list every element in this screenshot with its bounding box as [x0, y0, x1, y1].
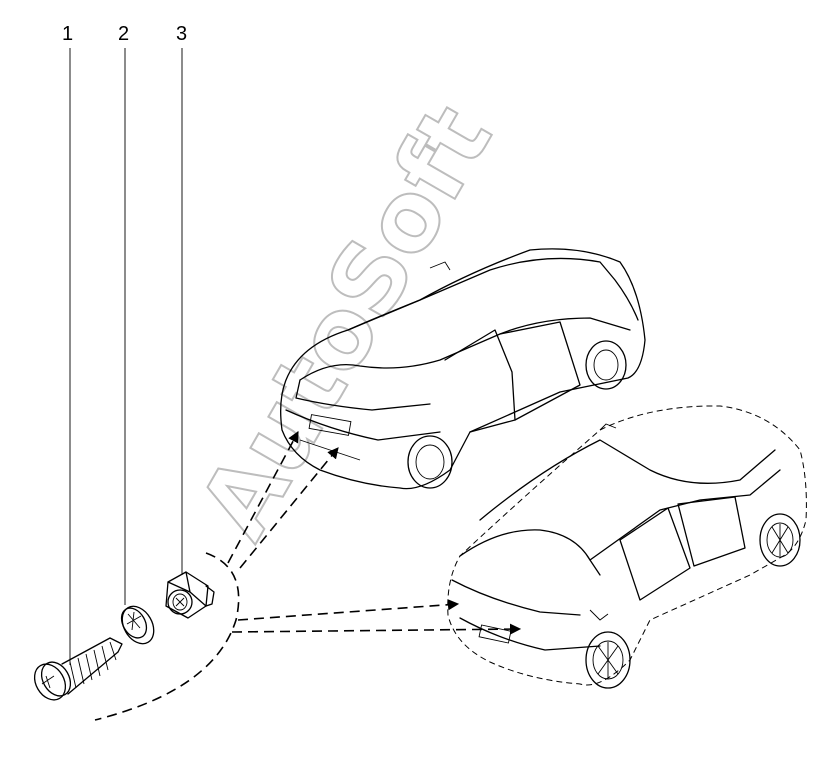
washer-icon: [120, 605, 155, 645]
callout-label-3: 1: [62, 23, 73, 45]
screw-icon: [33, 637, 123, 701]
watermark-text: AutoSoft: [178, 87, 514, 556]
detail-boundary: [94, 552, 240, 721]
sedan-rear-icon: [280, 248, 646, 490]
hatchback-rear-icon: [447, 405, 807, 689]
callout-label-2: 2: [118, 23, 129, 45]
callout-1: 3: [176, 23, 187, 575]
arrow-to-hatch-lower: [231, 623, 522, 635]
callout-3: 1: [62, 23, 73, 665]
callout-2: 2: [118, 23, 129, 605]
arrow-to-hatch-upper: [237, 599, 460, 621]
arrow-to-sedan-left: [227, 431, 299, 564]
arrow-to-sedan-right: [239, 447, 339, 569]
clip-nut-icon: [165, 571, 215, 619]
callout-label-1: 3: [176, 23, 187, 45]
